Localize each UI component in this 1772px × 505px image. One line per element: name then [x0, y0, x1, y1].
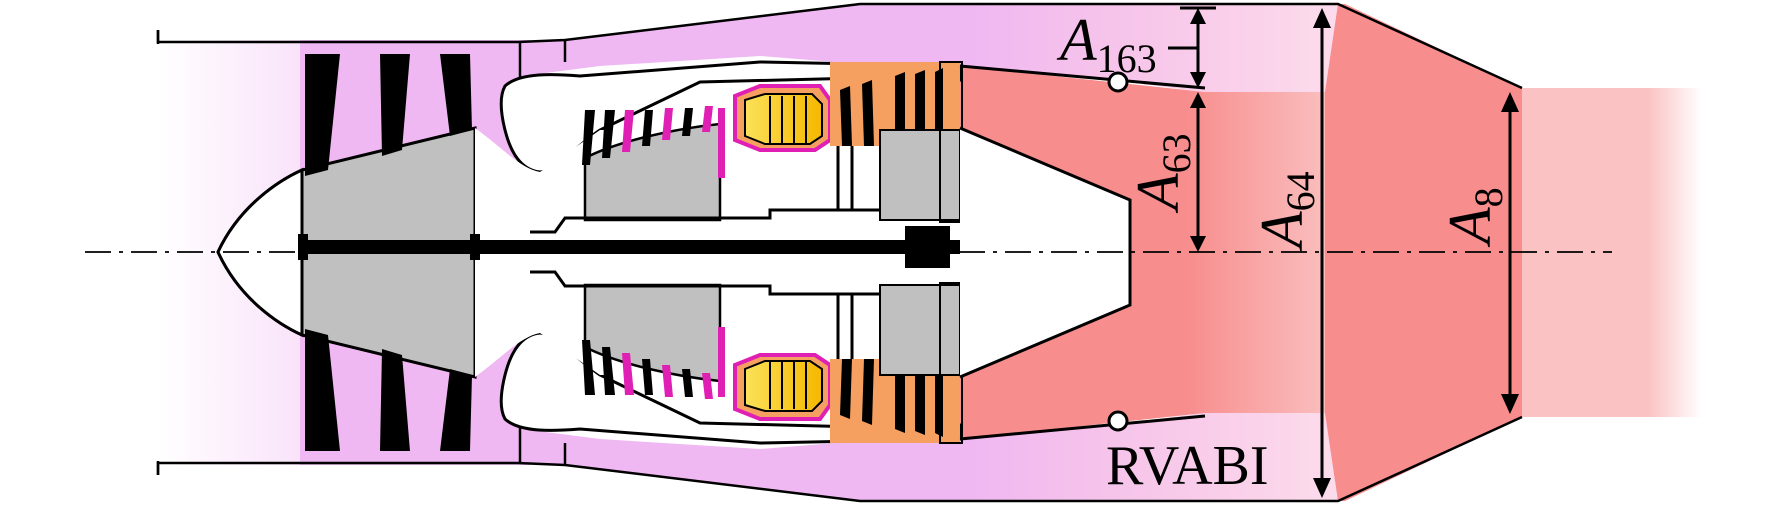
a64-arrow-head-top: [1313, 8, 1331, 28]
rvabi-mixer: [959, 64, 1206, 441]
combustor-upper-ribs: [769, 96, 807, 144]
engine-structure: [156, 2, 1523, 503]
compressor-blade: [582, 110, 595, 165]
mixer-line-upper: [959, 64, 1206, 90]
label-rvabi: RVABI: [1106, 435, 1269, 497]
compressor-blade: [622, 110, 634, 152]
turbine-blade: [840, 86, 852, 146]
low-pressure-shaft-aft: [905, 226, 950, 268]
fan-blade: [440, 54, 472, 136]
fan-blade: [305, 54, 340, 176]
tail-cone: [959, 126, 1132, 379]
fan-blade: [380, 349, 410, 451]
shafts: [298, 146, 960, 359]
fan-blade: [380, 54, 410, 156]
label-a63: A63: [1125, 133, 1199, 214]
compressor-stator-accent: [718, 108, 725, 178]
turbine-blade: [895, 375, 905, 433]
compressor-blade: [582, 340, 595, 395]
compressor-blade: [682, 369, 693, 397]
a8-arrow-head-bottom: [1501, 394, 1519, 414]
label-a63-group: A63: [1125, 133, 1199, 214]
compressor-blade: [602, 347, 615, 395]
turbine-blade: [895, 72, 905, 130]
turbine-blade: [862, 80, 874, 146]
a8-arrow-head-top: [1501, 92, 1519, 112]
label-a163: A163: [1056, 7, 1157, 81]
combustors: [733, 84, 832, 421]
labels: A163 A63 A64 A8 RVABI: [1056, 7, 1511, 497]
shaft-coupling-right: [470, 234, 480, 260]
mixer-line-lower: [959, 414, 1206, 441]
label-a8: A8: [1437, 187, 1511, 248]
label-a64: A64: [1249, 171, 1323, 252]
compressor-blades: [582, 106, 725, 399]
rvabi-marker-upper: [1107, 71, 1129, 93]
turbine-hub-lower: [879, 284, 961, 376]
a64-arrow-head-bottom: [1313, 478, 1331, 498]
a163-arrow-head-top: [1190, 8, 1206, 24]
compressor-blade: [682, 108, 693, 136]
turbine-blade: [840, 359, 852, 419]
turbine-blades: [840, 68, 943, 437]
turbine-blade: [862, 359, 874, 425]
combustor-lower-ribs: [769, 361, 807, 409]
compressor-blade: [642, 110, 653, 146]
rvabi-marker-lower: [1107, 410, 1129, 432]
compressor-blade: [702, 106, 713, 132]
compressor-blade: [662, 108, 673, 140]
combustor-upper-liner: [744, 93, 823, 145]
fan-blade: [305, 329, 340, 451]
a63-arrow-head-top: [1190, 92, 1206, 108]
bypass-duct-lower: [518, 413, 1338, 501]
fan-blades: [305, 54, 472, 451]
turbine-blade: [915, 375, 925, 435]
a163-arrow-head-bottom: [1190, 72, 1206, 88]
compressor-blade: [702, 373, 713, 399]
combustor-lower-liner: [744, 360, 823, 412]
dimension-arrows: [1168, 6, 1519, 498]
compressor-blade: [622, 353, 634, 395]
bypass-duct-upper: [518, 4, 1338, 92]
compressor-stator-accent: [718, 327, 725, 397]
label-a64-group: A64: [1249, 171, 1323, 252]
compressor-blade: [602, 110, 615, 158]
high-pressure-spool-lower: [530, 270, 880, 296]
turbine-hub-upper: [879, 129, 961, 221]
label-a8-group: A8: [1437, 187, 1511, 248]
a63-arrow-head-bottom: [1190, 236, 1206, 252]
low-pressure-shaft: [302, 240, 960, 254]
fan-blade: [440, 369, 472, 451]
turbine-blade: [915, 70, 925, 130]
compressor-blade: [642, 359, 653, 395]
high-pressure-spool-upper: [530, 208, 880, 234]
compressor-blade: [662, 365, 673, 397]
shaft-coupling-left: [298, 234, 308, 260]
